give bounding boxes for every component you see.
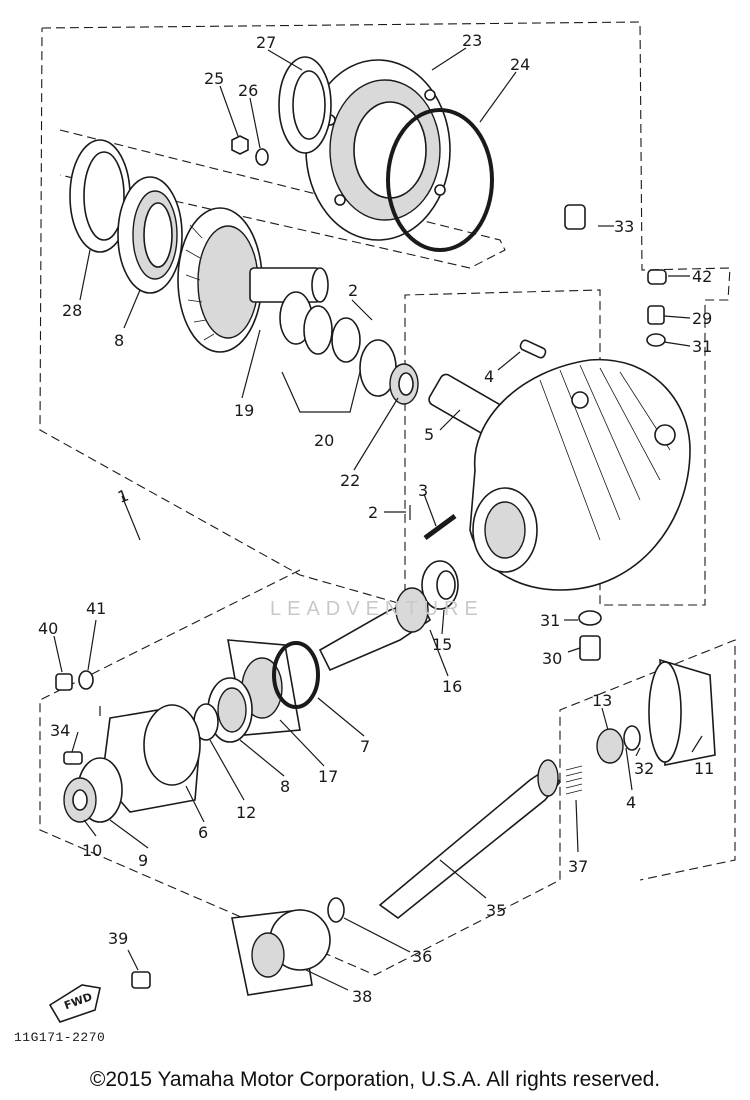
callout-4-upper: 4: [484, 367, 494, 386]
callout-5: 5: [424, 425, 434, 444]
callout-19: 19: [234, 401, 254, 420]
callout-22: 22: [340, 471, 360, 490]
part-final-gear-case: [469, 358, 691, 591]
part-31-washer-lower: [578, 610, 602, 626]
part-11-coupling: [648, 658, 716, 766]
part-41-washer: [78, 670, 94, 690]
callout-1: 1: [115, 485, 131, 506]
part-4-pin-upper: [519, 339, 547, 359]
part-30-drain-bolt: [579, 635, 601, 661]
drawing-code: 11G171-2270: [14, 1030, 106, 1045]
group-outline-lower: [39, 569, 736, 976]
part-20-shims: [279, 291, 361, 363]
callout-2-upper: 2: [348, 281, 358, 300]
callout-29: 29: [692, 309, 712, 328]
callout-38: 38: [352, 987, 372, 1006]
callout-30: 30: [542, 649, 562, 668]
part-40-bolt: [55, 673, 73, 691]
callout-23: 23: [462, 31, 482, 50]
callout-4-lower: 4: [626, 793, 636, 812]
watermark: LEADVENTURE: [270, 598, 484, 620]
part-22-bearing: [359, 339, 419, 405]
callout-9: 9: [138, 851, 148, 870]
part-37-spring: [565, 765, 583, 795]
callout-17: 17: [318, 767, 338, 786]
callout-36: 36: [412, 947, 432, 966]
part-27-seal: [278, 56, 332, 154]
parts-diagram: FWD: [38, 21, 736, 1023]
callout-2-lower: 2: [368, 503, 378, 522]
part-31-washer-upper: [646, 333, 666, 347]
part-7-o-ring: [272, 641, 320, 709]
callout-25: 25: [204, 69, 224, 88]
callout-39: 39: [108, 929, 128, 948]
callout-34: 34: [50, 721, 70, 740]
part-24-o-ring: [386, 108, 494, 252]
callout-41: 41: [86, 599, 106, 618]
callout-3: 3: [418, 481, 428, 500]
part-25-nut: [231, 135, 249, 155]
callout-10: 10: [82, 841, 102, 860]
part-8-bearing-upper: [117, 176, 183, 294]
part-35-drive-shaft: [378, 759, 562, 920]
callout-40: 40: [38, 619, 58, 638]
part-6-housing: [101, 704, 201, 813]
part-15-bearing: [421, 560, 459, 610]
callout-42: 42: [692, 267, 712, 286]
part-28-seal: [69, 139, 131, 253]
callout-35: 35: [486, 901, 506, 920]
part-26-washer: [255, 148, 269, 166]
fwd-arrow-icon: [48, 984, 101, 1023]
part-33-plug: [564, 204, 586, 230]
callout-8-upper: 8: [114, 331, 124, 350]
part-38-joint-housing: [231, 909, 331, 996]
copyright-notice: ©2015 Yamaha Motor Corporation, U.S.A. A…: [89, 1068, 661, 1091]
part-34-bolt: [63, 751, 83, 765]
part-42-bolt: [647, 269, 667, 285]
callout-32: 32: [634, 759, 654, 778]
callout-24: 24: [510, 55, 530, 74]
part-29-bolt: [647, 305, 665, 325]
part-13-nut: [596, 728, 624, 764]
callout-13: 13: [592, 691, 612, 710]
callout-15: 15: [432, 635, 452, 654]
callout-28: 28: [62, 301, 82, 320]
part-16-pinion: [318, 587, 432, 672]
part-39-bolt: [131, 971, 151, 989]
callout-11: 11: [694, 759, 714, 778]
callout-16: 16: [442, 677, 462, 696]
leader-lines: [53, 47, 703, 991]
callout-7: 7: [360, 737, 370, 756]
callout-33: 33: [614, 217, 634, 236]
part-19-ring-gear: [177, 207, 329, 353]
part-3-pin: [423, 513, 457, 541]
callout-27: 27: [256, 33, 276, 52]
part-10-nut: [63, 777, 97, 823]
callout-12: 12: [236, 803, 256, 822]
part-32-washer: [623, 725, 641, 751]
callout-31-upper: 31: [692, 337, 712, 356]
callout-6: 6: [198, 823, 208, 842]
callout-37: 37: [568, 857, 588, 876]
callout-20: 20: [314, 431, 334, 450]
callout-31-lower: 31: [540, 611, 560, 630]
callout-8-lower: 8: [280, 777, 290, 796]
callout-26: 26: [238, 81, 258, 100]
part-8-bearing-lower: [207, 677, 253, 743]
part-36-circlip: [327, 897, 345, 923]
part-23-cover: [305, 59, 451, 241]
